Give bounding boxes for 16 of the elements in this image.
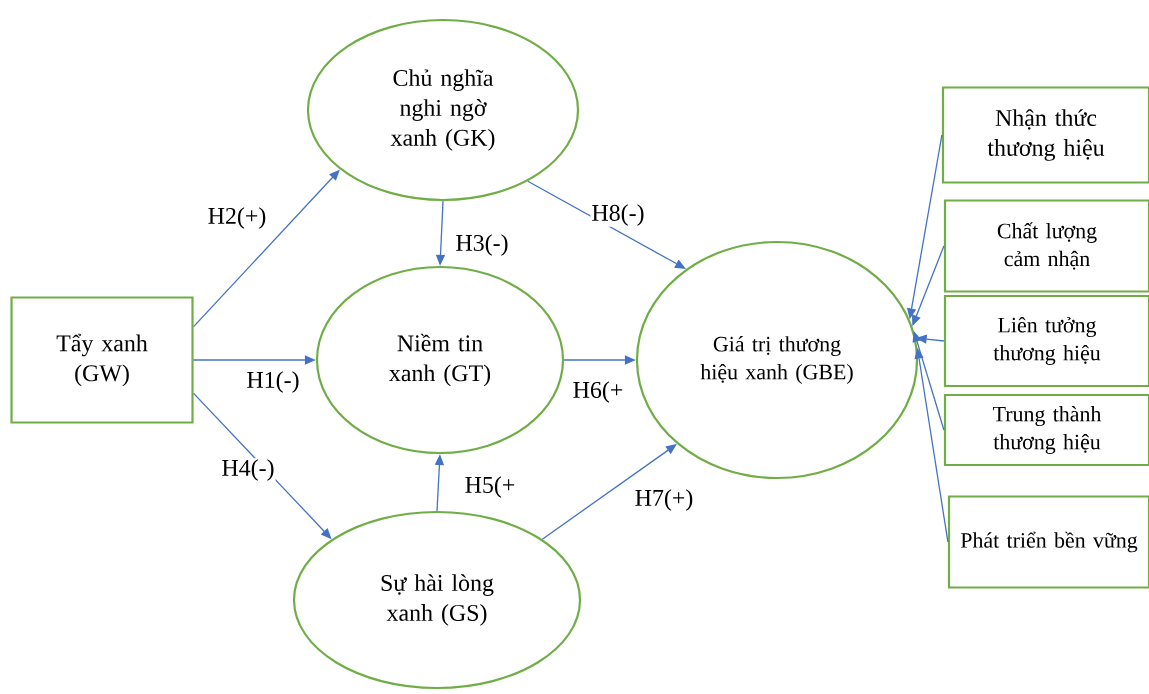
process-box: Trung thành thương hiệu (943, 393, 1149, 467)
process-box: Liên tưởng thương hiệu (943, 294, 1149, 388)
edge-label: H5(+ (463, 475, 517, 499)
edge-label: H1(-) (245, 370, 301, 394)
process-box: Nhận thức thương hiệu (941, 86, 1149, 184)
arrow (541, 444, 677, 540)
edge-label: H4(-) (220, 458, 276, 482)
edge-label: H3(-) (454, 233, 510, 257)
process-box: Chất lượng cảm nhận (943, 199, 1149, 293)
edge-label: H8(-) (590, 203, 646, 227)
process-box: Tẩy xanh (GW) (10, 296, 194, 424)
arrow (527, 180, 686, 269)
edge-label: H2(+) (206, 206, 268, 230)
edge-label: H6(+ (571, 380, 625, 404)
process-box: Phát triển bền vững (947, 495, 1149, 589)
edge-label: H7(+) (633, 488, 695, 512)
